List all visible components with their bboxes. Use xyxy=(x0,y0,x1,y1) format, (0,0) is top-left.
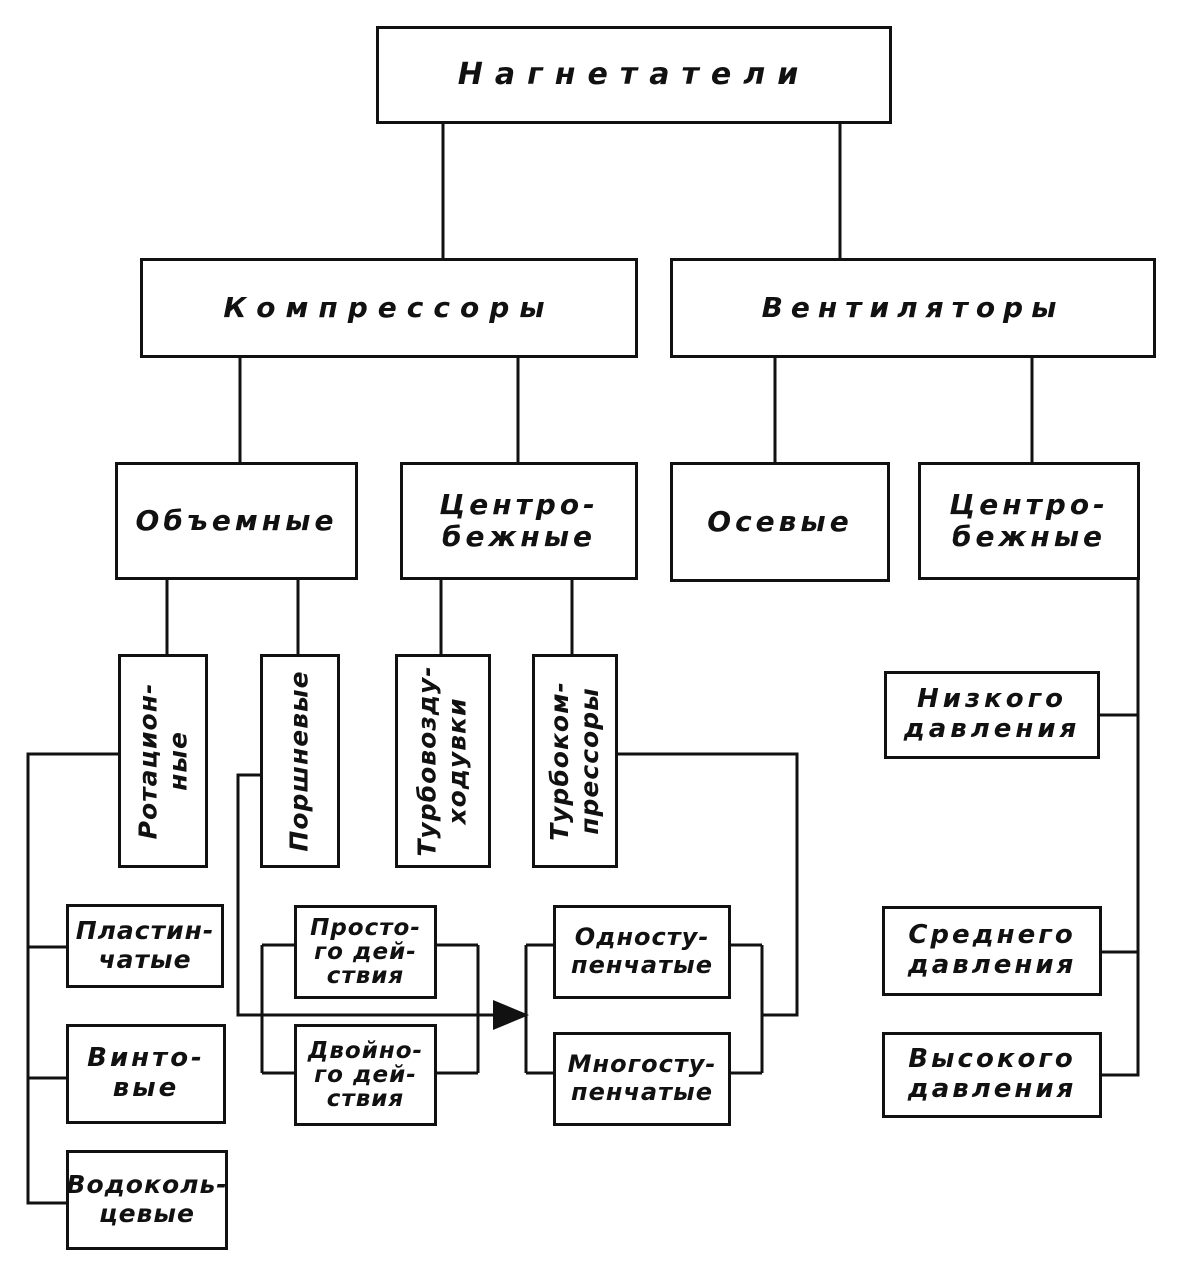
node-water-ring-label: Водоколь- цевые xyxy=(66,1170,228,1228)
node-multi-stage: Многосту- пенчатые xyxy=(553,1032,731,1126)
node-double-acting: Двойно- го дей- ствия xyxy=(294,1024,437,1126)
node-piston-label: Поршневые xyxy=(285,670,314,852)
node-single-acting-label: Просто- го дей- ствия xyxy=(310,914,421,990)
node-rotary-label: Ротацион- ные xyxy=(133,682,193,840)
node-multi-stage-label: Многосту- пенчатые xyxy=(567,1050,717,1106)
node-fan-centrifugal: Центро- бежные xyxy=(918,462,1140,580)
node-high-pressure-label: Высокого давления xyxy=(907,1044,1077,1104)
node-single-stage-label: Односту- пенчатые xyxy=(570,923,713,979)
node-compressor-centrifugal-label: Центро- бежные xyxy=(439,487,599,553)
node-single-acting: Просто- го дей- ствия xyxy=(294,905,437,999)
node-double-acting-label: Двойно- го дей- ствия xyxy=(307,1037,424,1113)
bracket-turbocompressor xyxy=(618,752,799,1017)
node-turbocompressor: Турбоком- прессоры xyxy=(532,654,618,868)
node-compressors: Компрессоры xyxy=(140,258,638,358)
node-piston: Поршневые xyxy=(260,654,340,868)
node-compressors-label: Компрессоры xyxy=(223,290,555,324)
node-rotary: Ротацион- ные xyxy=(118,654,208,868)
node-high-pressure: Высокого давления xyxy=(882,1032,1102,1118)
node-turboblower: Турбовозду- ходувки xyxy=(395,654,491,868)
node-turboblower-label: Турбовозду- ходувки xyxy=(413,665,473,857)
node-root-label: Нагнетатели xyxy=(457,56,811,92)
node-axial-label: Осевые xyxy=(707,504,853,538)
node-medium-pressure-label: Среднего давления xyxy=(907,920,1077,980)
node-fan-centrifugal-label: Центро- бежные xyxy=(949,487,1109,553)
node-low-pressure: Низкого давления xyxy=(884,671,1100,759)
node-low-pressure-label: Низкого давления xyxy=(903,684,1081,744)
bracket-fan-centrifugal xyxy=(1102,580,1140,1077)
node-single-stage: Односту- пенчатые xyxy=(553,905,731,999)
node-plate-label: Пластин- чатые xyxy=(75,916,215,974)
node-axial: Осевые xyxy=(670,462,890,582)
node-volumetric: Объемные xyxy=(115,462,358,580)
node-water-ring: Водоколь- цевые xyxy=(66,1150,228,1250)
node-screw: Винто- вые xyxy=(66,1024,226,1124)
node-fans-label: Вентиляторы xyxy=(761,290,1065,324)
bracket-rotary xyxy=(26,752,118,1205)
node-root: Нагнетатели xyxy=(376,26,892,124)
node-fans: Вентиляторы xyxy=(670,258,1156,358)
node-compressor-centrifugal: Центро- бежные xyxy=(400,462,638,580)
node-plate: Пластин- чатые xyxy=(66,904,224,988)
node-medium-pressure: Среднего давления xyxy=(882,906,1102,996)
bracket-piston xyxy=(236,773,478,1017)
node-turbocompressor-label: Турбоком- прессоры xyxy=(545,681,604,841)
node-screw-label: Винто- вые xyxy=(87,1043,205,1103)
node-volumetric-label: Объемные xyxy=(135,503,338,537)
